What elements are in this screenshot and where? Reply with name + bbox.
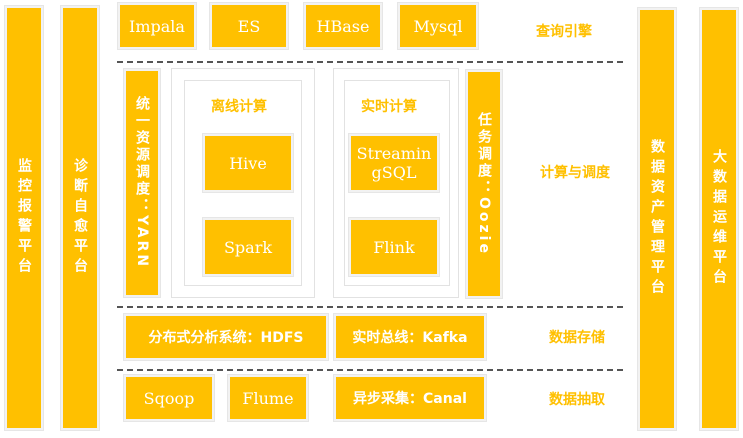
platform-diagnosis: 诊断自愈平台	[61, 6, 99, 430]
storage-kafka: 实时总线：Kafka	[334, 314, 486, 360]
query-engine-label: Impala	[129, 16, 185, 36]
platform-diagnosis-label: 诊断自愈平台	[72, 158, 88, 278]
compute-flink: Flink	[349, 218, 439, 276]
query-engine-impala: Impala	[118, 3, 196, 49]
ingest-flume: Flume	[228, 375, 308, 421]
realtime-compute-title: 实时计算	[361, 99, 417, 115]
query-engine-label: Mysql	[413, 16, 463, 36]
ingest-canal-label: 异步采集：Canal	[353, 391, 467, 407]
layer-label-storage: 数据存储	[549, 330, 605, 346]
ingest-sqoop: Sqoop	[124, 375, 214, 421]
query-engine-mysql: Mysql	[398, 3, 478, 49]
platform-ops-label: 大数据运维平台	[711, 149, 727, 289]
compute-streamingsql: StreamingSQL	[349, 134, 439, 192]
platform-monitor-label: 监控报警平台	[16, 158, 32, 278]
layer-label-ingest: 数据抽取	[549, 392, 605, 408]
platform-asset-label: 数据资产管理平台	[649, 139, 665, 299]
platform-asset: 数据资产管理平台	[638, 8, 676, 430]
query-engine-hbase: HBase	[304, 3, 382, 49]
compute-hive-label: Hive	[229, 153, 267, 173]
divider	[117, 306, 623, 308]
storage-hdfs: 分布式分析系统：HDFS	[124, 314, 328, 360]
divider	[117, 369, 623, 371]
layer-label-compute: 计算与调度	[540, 165, 610, 181]
compute-spark: Spark	[203, 218, 293, 276]
yarn-box: 统一资源调度：YARN	[124, 69, 160, 297]
oozie-label: 任务调度：Oozie	[476, 112, 492, 256]
compute-streamingsql-label: StreamingSQL	[356, 144, 432, 182]
divider	[117, 61, 623, 63]
ingest-canal: 异步采集：Canal	[334, 375, 486, 421]
offline-compute-title: 离线计算	[211, 99, 267, 115]
platform-monitor: 监控报警平台	[5, 6, 43, 430]
storage-hdfs-label: 分布式分析系统：HDFS	[148, 330, 304, 346]
layer-label-query: 查询引擎	[536, 24, 592, 40]
query-engine-label: HBase	[316, 16, 370, 36]
query-engine-label: ES	[237, 16, 261, 36]
oozie-box: 任务调度：Oozie	[466, 70, 502, 298]
compute-flink-label: Flink	[373, 237, 415, 257]
compute-spark-label: Spark	[223, 237, 273, 257]
ingest-sqoop-label: Sqoop	[143, 388, 195, 408]
storage-kafka-label: 实时总线：Kafka	[352, 330, 468, 346]
ingest-flume-label: Flume	[242, 388, 294, 408]
yarn-label: 统一资源调度：YARN	[134, 96, 150, 270]
compute-hive: Hive	[203, 134, 293, 192]
query-engine-es: ES	[210, 3, 288, 49]
platform-ops: 大数据运维平台	[700, 8, 738, 430]
